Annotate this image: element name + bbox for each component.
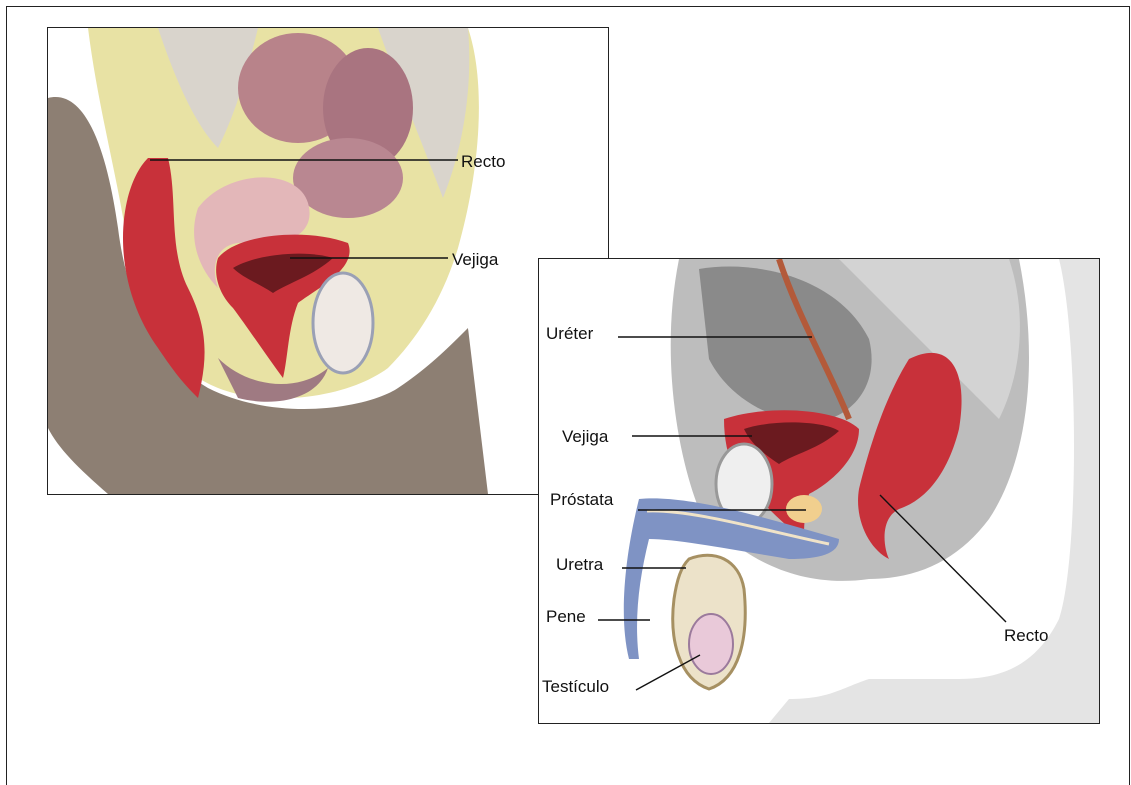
male-pelvis-panel [538, 258, 1100, 724]
label-female-bladder: Vejiga [452, 250, 498, 270]
label-male-rectum: Recto [1004, 626, 1048, 646]
label-male-bladder: Vejiga [562, 427, 608, 447]
label-male-penis: Pene [546, 607, 586, 627]
male-pelvis-illustration [539, 259, 1099, 723]
label-female-rectum: Recto [461, 152, 505, 172]
female-pelvis-illustration [48, 28, 608, 494]
label-male-testicle: Testículo [542, 677, 609, 697]
label-male-ureter: Uréter [546, 324, 593, 344]
label-male-urethra: Uretra [556, 555, 603, 575]
female-pelvis-panel [47, 27, 609, 495]
label-male-prostate: Próstata [550, 490, 613, 510]
